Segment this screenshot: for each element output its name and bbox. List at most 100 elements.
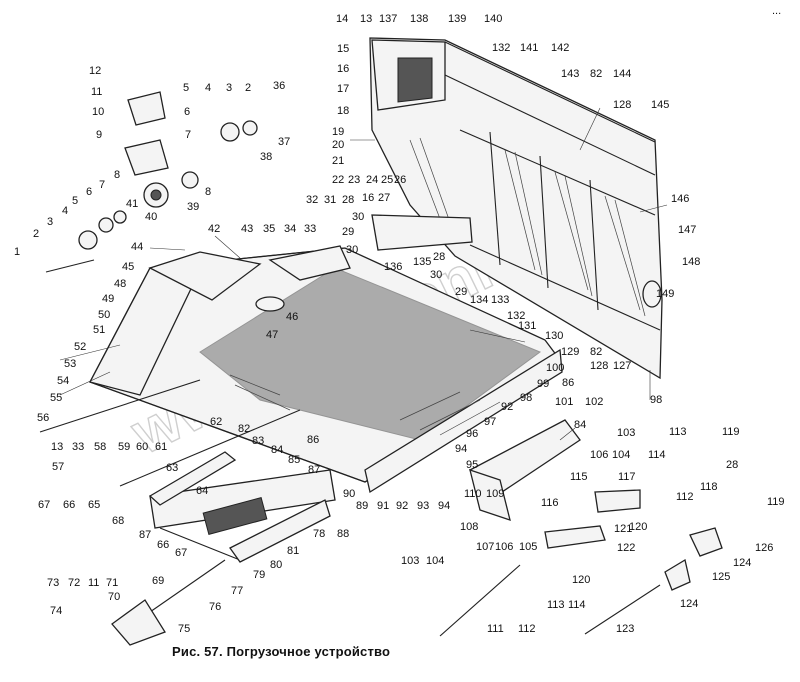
part-number-label: 93 bbox=[417, 500, 429, 512]
part-number-label: 6 bbox=[184, 106, 190, 118]
part-number-label: 46 bbox=[286, 311, 298, 323]
part-number-label: 130 bbox=[545, 330, 563, 342]
part-number-label: 141 bbox=[520, 42, 538, 54]
part-number-label: 28 bbox=[726, 459, 738, 471]
part-number-label: 30 bbox=[352, 211, 364, 223]
part-number-label: 92 bbox=[501, 401, 513, 413]
part-number-label: 73 bbox=[47, 577, 59, 589]
part-number-label: 110 bbox=[464, 488, 482, 500]
part-number-label: 132 bbox=[507, 310, 525, 322]
part-number-label: 70 bbox=[108, 591, 120, 603]
part-number-label: 129 bbox=[561, 346, 579, 358]
part-number-label: 128 bbox=[613, 99, 631, 111]
part-number-label: 42 bbox=[208, 223, 220, 235]
part-number-label: 101 bbox=[555, 396, 573, 408]
part-number-label: 119 bbox=[722, 426, 740, 438]
part-number-label: 99 bbox=[537, 378, 549, 390]
part-number-label: 118 bbox=[700, 481, 718, 493]
part-number-label: 67 bbox=[175, 547, 187, 559]
part-number-label: 68 bbox=[112, 515, 124, 527]
part-number-label: 2 bbox=[33, 228, 39, 240]
part-number-label: 104 bbox=[426, 555, 444, 567]
part-number-label: 74 bbox=[50, 605, 62, 617]
part-number-label: 109 bbox=[486, 488, 504, 500]
part-number-label: 85 bbox=[288, 454, 300, 466]
part-number-label: 137 bbox=[379, 13, 397, 25]
part-number-label: 39 bbox=[187, 201, 199, 213]
part-number-label: 29 bbox=[342, 226, 354, 238]
part-number-label: 38 bbox=[260, 151, 272, 163]
figure-caption: Рис. 57. Погрузочное устройство bbox=[172, 644, 391, 659]
part-number-label: 91 bbox=[377, 500, 389, 512]
part-number-label: 32 bbox=[306, 194, 318, 206]
part-number-label: 81 bbox=[287, 545, 299, 557]
part-number-label: 66 bbox=[63, 499, 75, 511]
part-number-label: 102 bbox=[585, 396, 603, 408]
part-number-label: 19 bbox=[332, 126, 344, 138]
part-number-label: 75 bbox=[178, 623, 190, 635]
part-number-label: 51 bbox=[93, 324, 105, 336]
part-number-label: 105 bbox=[519, 541, 537, 553]
part-number-label: 119 bbox=[767, 496, 785, 508]
part-number-label: 122 bbox=[617, 542, 635, 554]
part-number-label: 20 bbox=[332, 139, 344, 151]
part-number-label: 113 bbox=[669, 426, 687, 438]
part-number-label: 86 bbox=[307, 434, 319, 446]
part-number-label: 113 bbox=[547, 599, 565, 611]
part-number-label: 59 bbox=[118, 441, 130, 453]
part-number-label: 17 bbox=[337, 83, 349, 95]
part-number-label: 116 bbox=[541, 497, 559, 509]
part-number-label: 33 bbox=[304, 223, 316, 235]
part-number-label: 4 bbox=[62, 205, 68, 217]
part-number-label: 30 bbox=[346, 244, 358, 256]
part-number-label: 47 bbox=[266, 329, 278, 341]
part-number-label: 106 bbox=[495, 541, 513, 553]
part-number-label: 45 bbox=[122, 261, 134, 273]
part-number-label: 62 bbox=[210, 416, 222, 428]
part-number-label: 16 bbox=[337, 63, 349, 75]
part-number-label: 2 bbox=[245, 82, 251, 94]
part-number-label: 31 bbox=[324, 194, 336, 206]
part-number-label: 58 bbox=[94, 441, 106, 453]
part-number-label: 16 bbox=[362, 192, 374, 204]
part-number-label: 28 bbox=[433, 251, 445, 263]
part-number-label: 22 bbox=[332, 174, 344, 186]
part-number-label: 5 bbox=[72, 195, 78, 207]
part-number-label: 148 bbox=[682, 256, 700, 268]
part-number-label: 66 bbox=[157, 539, 169, 551]
part-number-label: 21 bbox=[332, 155, 344, 167]
part-number-label: 108 bbox=[460, 521, 478, 533]
part-number-label: 52 bbox=[74, 341, 86, 353]
part-number-label: 79 bbox=[253, 569, 265, 581]
part-number-label: 56 bbox=[37, 412, 49, 424]
part-number-label: 77 bbox=[231, 585, 243, 597]
part-number-label: 88 bbox=[337, 528, 349, 540]
part-number-label: 95 bbox=[466, 459, 478, 471]
part-number-label: 8 bbox=[114, 169, 120, 181]
part-number-label: 13 bbox=[51, 441, 63, 453]
part-number-label: 78 bbox=[313, 528, 325, 540]
rear-wall-assembly bbox=[369, 37, 663, 380]
part-number-label: 138 bbox=[410, 13, 428, 25]
part-number-label: 12 bbox=[89, 65, 101, 77]
part-number-label: 26 bbox=[394, 174, 406, 186]
part-number-label: 144 bbox=[613, 68, 631, 80]
part-number-label: 87 bbox=[308, 464, 320, 476]
part-number-label: 7 bbox=[185, 129, 191, 141]
part-number-label: 145 bbox=[651, 99, 669, 111]
leader-lines bbox=[59, 107, 668, 441]
part-number-label: 89 bbox=[356, 500, 368, 512]
part-number-label: 49 bbox=[102, 293, 114, 305]
part-number-label: 15 bbox=[337, 43, 349, 55]
part-number-label: 3 bbox=[226, 82, 232, 94]
part-number-label: 115 bbox=[570, 471, 588, 483]
part-number-label: 82 bbox=[238, 423, 250, 435]
part-number-label: 98 bbox=[520, 392, 532, 404]
part-number-label: 128 bbox=[590, 360, 608, 372]
part-number-label: 104 bbox=[612, 449, 630, 461]
part-number-label: 43 bbox=[241, 223, 253, 235]
part-number-label: 140 bbox=[484, 13, 502, 25]
part-number-label: 30 bbox=[430, 269, 442, 281]
